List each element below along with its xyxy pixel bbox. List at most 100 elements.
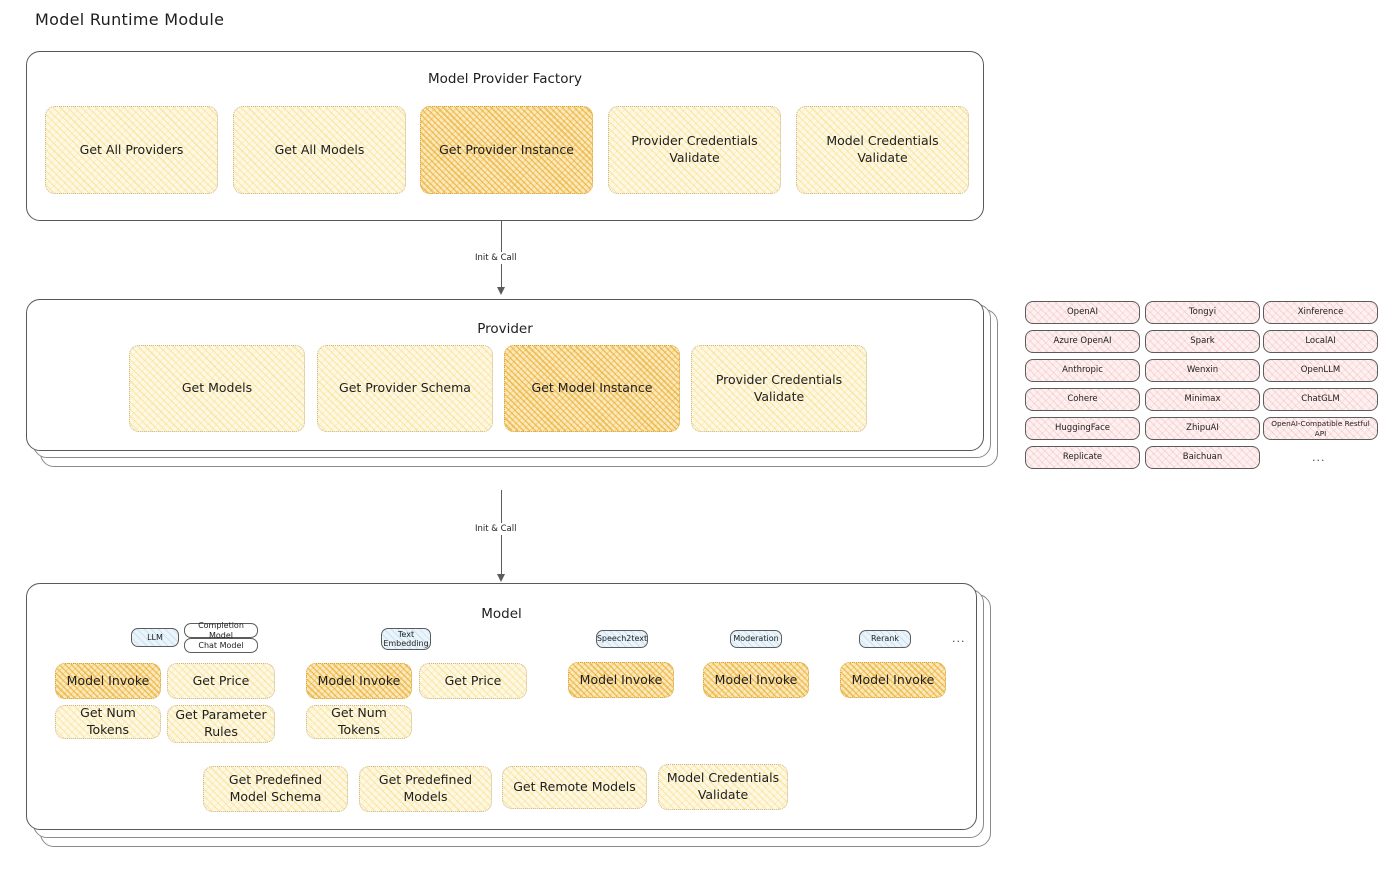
provider-pill-openai[interactable]: OpenAI <box>1025 301 1140 324</box>
provider-pill-replicate[interactable]: Replicate <box>1025 446 1140 469</box>
provider-box-get-model-instance[interactable]: Get Model Instance <box>504 345 680 432</box>
provider-box-label: Get Models <box>181 380 253 396</box>
provider-pill-label: Xinference <box>1297 306 1344 317</box>
provider-pill-label: Cohere <box>1067 393 1098 404</box>
model-types-more: ... <box>952 632 966 645</box>
model-type-badge-text-embedding[interactable]: Text Embedding <box>381 628 431 650</box>
provider-pill-baichuan[interactable]: Baichuan <box>1145 446 1260 469</box>
model-type-badge-label: Rerank <box>870 634 899 644</box>
rerank-method-model-invoke[interactable]: Model Invoke <box>840 662 946 698</box>
provider-pill-openai-compatible-restful-api[interactable]: OpenAI-Compatible Restful API <box>1263 417 1378 440</box>
provider-list-more: ... <box>1312 451 1326 464</box>
method-label: Get Predefined Models <box>378 772 473 804</box>
provider-box-label: Get Provider Schema <box>339 380 471 396</box>
text-embedding-method-get-price[interactable]: Get Price <box>419 663 527 699</box>
provider-pill-label: Anthropic <box>1062 364 1103 375</box>
llm-method-model-invoke[interactable]: Model Invoke <box>55 663 161 699</box>
method-label: Get Price <box>192 672 250 688</box>
provider-title: Provider <box>477 321 533 337</box>
provider-pill-spark[interactable]: Spark <box>1145 330 1260 353</box>
provider-pill-chatglm[interactable]: ChatGLM <box>1263 388 1378 411</box>
method-label: Get Predefined Model Schema <box>228 772 323 804</box>
factory-box-label: Get All Providers <box>79 141 184 157</box>
text-embedding-method-get-num-tokens[interactable]: Get Num Tokens <box>306 705 412 739</box>
provider-pill-localai[interactable]: LocalAI <box>1263 330 1378 353</box>
provider-pill-label: Azure OpenAI <box>1053 335 1112 346</box>
method-label: Get Price <box>444 672 502 688</box>
provider-pill-label: Wenxin <box>1186 364 1219 375</box>
model-container: Model <box>26 583 977 830</box>
factory-box-get-all-providers[interactable]: Get All Providers <box>45 106 218 194</box>
model-type-badge-moderation[interactable]: Moderation <box>730 630 782 648</box>
provider-pill-label: Tongyi <box>1188 306 1217 317</box>
model-type-badge-llm[interactable]: LLM <box>131 628 179 647</box>
model-type-badge-label: Moderation <box>733 634 779 644</box>
model-type-badge-label: LLM <box>147 632 163 642</box>
model-subbadge-completion-model[interactable]: Completion Model <box>184 621 258 640</box>
provider-pill-label: ZhipuAI <box>1186 422 1219 433</box>
model-type-badge-label: Text Embedding <box>383 629 429 648</box>
factory-box-label: Provider Credentials Validate <box>631 133 758 165</box>
provider-box-get-provider-schema[interactable]: Get Provider Schema <box>317 345 493 432</box>
provider-pill-minimax[interactable]: Minimax <box>1145 388 1260 411</box>
provider-pill-label: OpenAI-Compatible Restful API <box>1271 418 1370 438</box>
arrow-head <box>496 287 505 295</box>
provider-box-label: Provider Credentials Validate <box>715 371 843 404</box>
provider-box-label: Get Model Instance <box>531 380 653 396</box>
provider-pill-openllm[interactable]: OpenLLM <box>1263 359 1378 382</box>
factory-box-label: Model Credentials Validate <box>826 133 939 165</box>
arrow-label-init-call-2: Init & Call <box>472 523 520 535</box>
provider-pill-huggingface[interactable]: HuggingFace <box>1025 417 1140 440</box>
provider-pill-label: Minimax <box>1184 393 1221 404</box>
method-label: Get Num Tokens <box>80 705 136 737</box>
llm-method-get-price[interactable]: Get Price <box>167 663 275 699</box>
factory-box-get-provider-instance[interactable]: Get Provider Instance <box>420 106 593 194</box>
provider-pill-tongyi[interactable]: Tongyi <box>1145 301 1260 324</box>
model-subbadge-chat-model[interactable]: Chat Model <box>184 638 258 653</box>
moderation-method-model-invoke[interactable]: Model Invoke <box>703 662 809 698</box>
llm-method-get-num-tokens[interactable]: Get Num Tokens <box>55 705 161 739</box>
method-label: Model Invoke <box>714 671 798 687</box>
provider-pill-wenxin[interactable]: Wenxin <box>1145 359 1260 382</box>
provider-pill-label: HuggingFace <box>1055 422 1110 433</box>
provider-box-provider-credentials-validate[interactable]: Provider Credentials Validate <box>691 345 867 432</box>
model-title: Model <box>481 606 522 622</box>
speech2text-method-model-invoke[interactable]: Model Invoke <box>568 662 674 698</box>
model-shared-get-predefined-models[interactable]: Get Predefined Models <box>359 766 492 812</box>
factory-box-label: Get All Models <box>274 141 365 157</box>
model-subbadge-label: Chat Model <box>198 640 244 650</box>
provider-pill-xinference[interactable]: Xinference <box>1263 301 1378 324</box>
provider-pill-label: OpenLLM <box>1300 364 1341 375</box>
provider-pill-cohere[interactable]: Cohere <box>1025 388 1140 411</box>
model-shared-get-predefined-model-schema[interactable]: Get Predefined Model Schema <box>203 766 348 812</box>
model-type-badge-speech2text[interactable]: Speech2text <box>596 630 648 648</box>
factory-box-provider-credentials-validate[interactable]: Provider Credentials Validate <box>608 106 781 194</box>
factory-box-label: Get Provider Instance <box>439 141 574 157</box>
method-label: Model Credentials Validate <box>666 770 780 802</box>
provider-pill-anthropic[interactable]: Anthropic <box>1025 359 1140 382</box>
model-shared-get-remote-models[interactable]: Get Remote Models <box>502 766 647 809</box>
provider-pill-label: ChatGLM <box>1301 393 1340 404</box>
provider-pill-zhipuai[interactable]: ZhipuAI <box>1145 417 1260 440</box>
factory-box-get-all-models[interactable]: Get All Models <box>233 106 406 194</box>
model-subbadge-label: Completion Model <box>198 621 244 640</box>
page-title: Model Runtime Module <box>35 10 225 29</box>
model-type-badge-rerank[interactable]: Rerank <box>859 630 911 648</box>
method-label: Model Invoke <box>317 672 401 688</box>
provider-pill-azure-openai[interactable]: Azure OpenAI <box>1025 330 1140 353</box>
provider-pill-label: Baichuan <box>1182 451 1223 462</box>
arrow-label-init-call-1: Init & Call <box>472 252 520 264</box>
factory-box-model-credentials-validate[interactable]: Model Credentials Validate <box>796 106 969 194</box>
model-shared-model-credentials-validate[interactable]: Model Credentials Validate <box>658 764 788 810</box>
method-label: Get Num Tokens <box>331 705 387 737</box>
llm-method-get-parameter-rules[interactable]: Get Parameter Rules <box>167 705 275 743</box>
method-label: Model Invoke <box>851 671 935 687</box>
arrow-head <box>496 574 505 582</box>
method-label: Model Invoke <box>579 671 663 687</box>
method-label: Model Invoke <box>66 672 150 688</box>
text-embedding-method-model-invoke[interactable]: Model Invoke <box>306 663 412 699</box>
provider-box-get-models[interactable]: Get Models <box>129 345 305 432</box>
provider-pill-label: Spark <box>1190 335 1215 346</box>
provider-pill-label: LocalAI <box>1305 335 1336 346</box>
